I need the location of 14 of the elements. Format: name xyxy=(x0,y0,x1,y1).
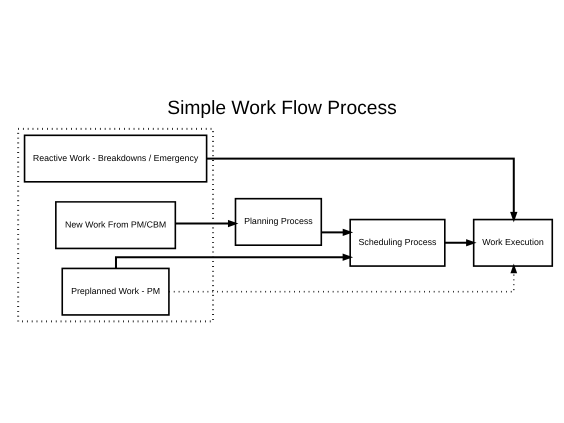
node-box: Preplanned Work - PM xyxy=(61,268,170,316)
diagram-title: Simple Work Flow Process xyxy=(167,98,397,119)
node-box: Scheduling Process xyxy=(349,218,446,267)
arrow xyxy=(114,254,354,268)
arrow xyxy=(169,264,518,292)
node-box: New Work From PM/CBM xyxy=(55,201,176,250)
node-box: Planning Process xyxy=(234,198,322,246)
arrow xyxy=(445,239,477,246)
node-box: Reactive Work - Breakdowns / Emergency xyxy=(24,134,208,183)
arrow xyxy=(321,228,354,236)
arrow xyxy=(176,220,238,228)
cluster xyxy=(17,128,214,322)
arrow xyxy=(206,158,518,222)
node-box: Work Execution xyxy=(472,218,554,267)
